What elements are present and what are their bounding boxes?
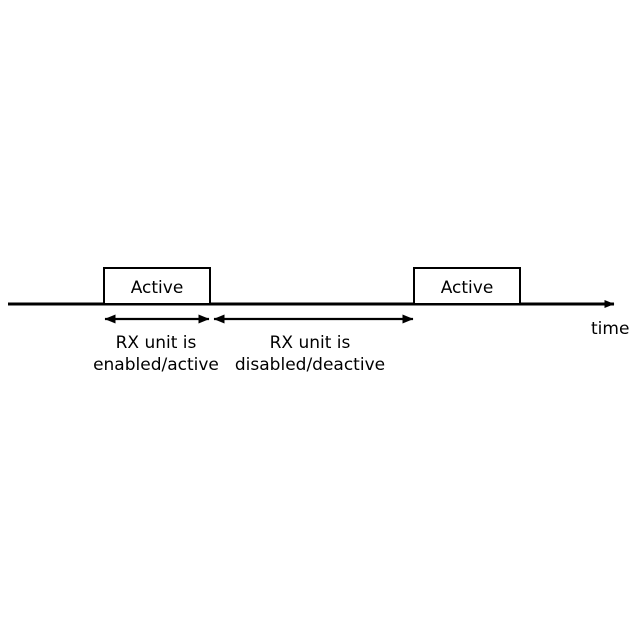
pulse-block-1: Active bbox=[103, 267, 211, 305]
active-pulse-rect-2 bbox=[413, 267, 521, 305]
time-axis-label: time bbox=[591, 319, 629, 339]
interval-2-caption-line2: disabled/deactive bbox=[235, 355, 385, 375]
interval-1-caption: RX unit is enabled/active bbox=[93, 333, 219, 375]
interval-2-caption-line1: RX unit is bbox=[270, 333, 351, 353]
active-pulse-label-2: Active bbox=[441, 278, 494, 298]
pulse-block-2: Active bbox=[413, 267, 521, 305]
interval-2-caption: RX unit is disabled/deactive bbox=[235, 333, 385, 375]
active-pulse-label-1: Active bbox=[131, 278, 184, 298]
active-pulse-rect-1 bbox=[103, 267, 211, 305]
interval-1-caption-line2: enabled/active bbox=[93, 355, 219, 375]
interval-1-caption-line1: RX unit is bbox=[116, 333, 197, 353]
